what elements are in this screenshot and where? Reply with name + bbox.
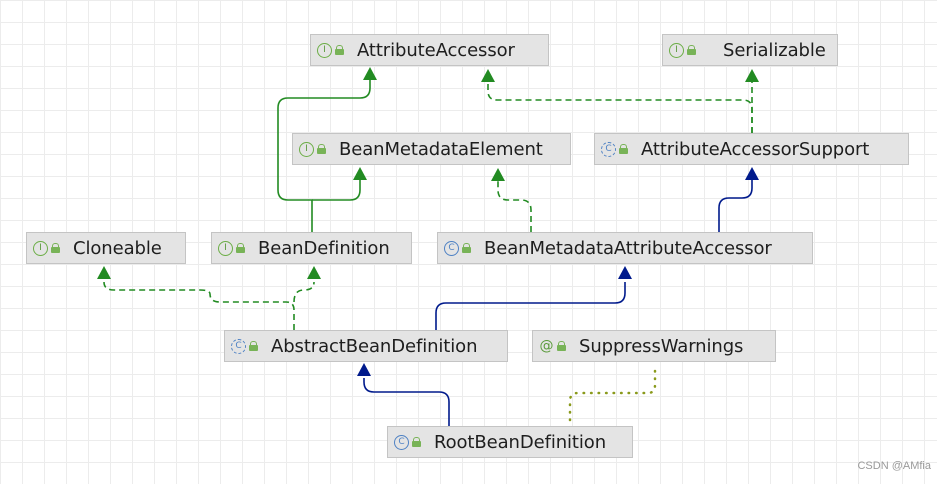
edge-abstractbeandefinition-cloneable <box>103 281 295 330</box>
interface-icon: I <box>33 240 48 256</box>
public-lock-icon <box>249 341 259 351</box>
edge-beandefinition-attributeaccessor <box>277 78 371 232</box>
edge-beanmetadataattributeaccessor-attributeaccessorsupport <box>718 180 753 232</box>
public-lock-icon <box>51 243 61 253</box>
arrowhead-beanmetadataattributeaccessor-navy <box>618 266 632 279</box>
edge-attributeaccessorsupport-attributeaccessor <box>487 80 753 133</box>
node-label: Serializable <box>723 39 826 61</box>
public-lock-icon <box>317 144 327 154</box>
node-rootbeandefinition[interactable]: C RootBeanDefinition <box>387 426 633 458</box>
node-label: AttributeAccessorSupport <box>641 138 870 160</box>
node-label: BeanMetadataElement <box>339 138 543 160</box>
edge-beandefinition-beanmetadataelement <box>312 178 361 201</box>
node-abstractbeandefinition[interactable]: C AbstractBeanDefinition <box>224 330 508 362</box>
public-lock-icon <box>557 341 567 351</box>
public-lock-icon <box>412 437 422 447</box>
edge-rootbeandefinition-abstractbeandefinition <box>363 378 450 426</box>
node-label: SuppressWarnings <box>579 335 744 357</box>
interface-icon: I <box>669 42 684 58</box>
node-cloneable[interactable]: I Cloneable <box>26 232 186 264</box>
arrowhead-serializable-dashed <box>745 69 759 82</box>
node-label: AbstractBeanDefinition <box>271 335 478 357</box>
node-suppresswarnings[interactable]: @ SuppressWarnings <box>532 330 776 362</box>
public-lock-icon <box>462 243 472 253</box>
node-label: BeanMetadataAttributeAccessor <box>484 237 772 259</box>
abstract-class-icon: C <box>231 338 246 354</box>
interface-icon: I <box>218 240 233 256</box>
edge-abstractbeandefinition-beandefinition <box>293 281 315 303</box>
node-serializable[interactable]: I Serializable <box>662 34 838 66</box>
arrowhead-beanmetadataelement-green <box>353 167 367 180</box>
node-beandefinition[interactable]: I BeanDefinition <box>211 232 412 264</box>
node-label: BeanDefinition <box>258 237 390 259</box>
arrowhead-attributeaccessor-dashed <box>481 69 495 82</box>
node-beanmetadataelement[interactable]: I BeanMetadataElement <box>292 133 571 165</box>
node-label: AttributeAccessor <box>357 39 515 61</box>
node-attributeaccessor[interactable]: I AttributeAccessor <box>310 34 549 66</box>
arrowhead-attributeaccessor-green <box>363 67 377 80</box>
public-lock-icon <box>619 144 629 154</box>
arrowhead-beandefinition-dashed <box>307 266 321 279</box>
interface-icon: I <box>299 141 314 157</box>
node-label: RootBeanDefinition <box>434 431 607 453</box>
class-icon: C <box>444 240 459 256</box>
arrowhead-cloneable-dashed <box>97 266 111 279</box>
abstract-class-icon: C <box>601 141 616 157</box>
arrowhead-abstractbeandefinition-navy <box>357 363 371 376</box>
watermark: CSDN @AMfia <box>857 460 931 472</box>
public-lock-icon <box>687 45 697 55</box>
public-lock-icon <box>335 45 345 55</box>
class-icon: C <box>394 434 409 450</box>
arrowhead-beanmetadataelement-dashed <box>491 168 505 181</box>
edge-beanmetadataattributeaccessor-beanmetadataelement <box>497 180 532 232</box>
edge-rootbeandefinition-suppresswarnings <box>568 368 657 422</box>
arrowhead-attributeaccessorsupport-navy <box>745 167 759 180</box>
edge-abstractbeandefinition-beanmetadataattributeaccessor <box>435 282 626 330</box>
annotation-icon: @ <box>539 337 554 354</box>
node-beanmetadataattributeaccessor[interactable]: C BeanMetadataAttributeAccessor <box>437 232 813 264</box>
interface-icon: I <box>317 42 332 58</box>
node-attributeaccessorsupport[interactable]: C AttributeAccessorSupport <box>594 133 909 165</box>
node-label: Cloneable <box>73 237 162 259</box>
public-lock-icon <box>236 243 246 253</box>
